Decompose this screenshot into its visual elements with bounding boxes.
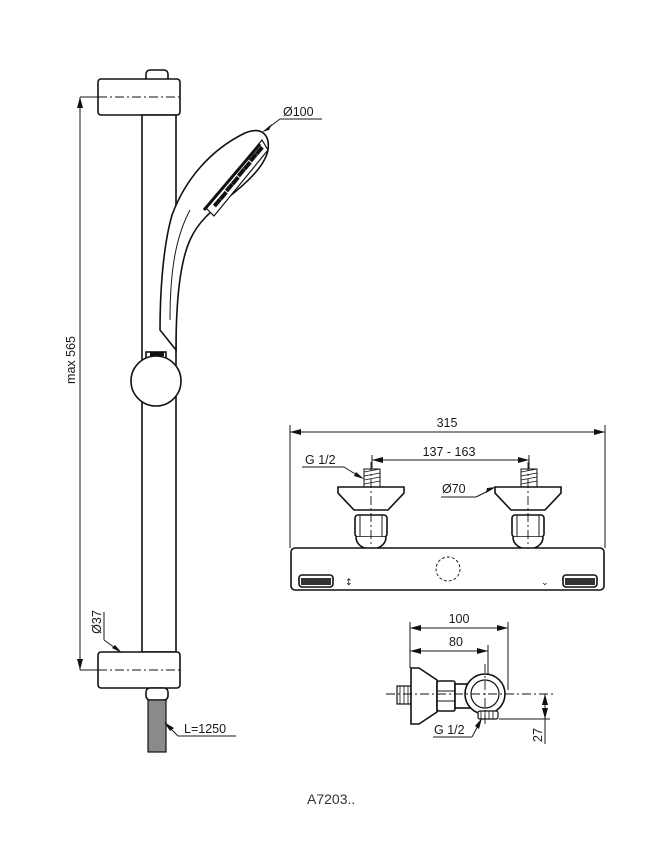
mixer-width-dimension: 315: [289, 416, 606, 548]
mixer-body: ↕ ⌄: [290, 547, 605, 591]
flange-diameter-label: Ø70: [442, 482, 466, 496]
side-height-dimension: 27: [499, 694, 550, 744]
svg-text:↕: ↕: [345, 578, 353, 588]
mixer-front-view: 315 137 - 163: [289, 416, 606, 591]
front-thread-label: G 1/2: [305, 453, 336, 467]
product-code: A7203..: [307, 791, 355, 807]
side-height-label: 27: [531, 728, 545, 742]
handshower-diameter-label: Ø100: [283, 105, 314, 119]
rail-diameter-label: Ø37: [90, 610, 104, 634]
mixer-centers-dimension: 137 - 163: [371, 445, 530, 470]
side-body: [386, 664, 556, 726]
right-connection: [494, 462, 562, 555]
rail-height-dimension: max 565: [64, 96, 98, 671]
side-depth-label: 100: [449, 612, 470, 626]
flange-diameter-callout: Ø70: [441, 482, 496, 498]
mixer-side-view: 100 80: [386, 612, 556, 744]
handshower: [159, 129, 270, 353]
side-thread-callout: G 1/2: [433, 718, 482, 738]
hose-length-label: L=1250: [184, 722, 226, 736]
hose-length-callout: L=1250: [164, 722, 236, 737]
top-wall-bracket: [97, 69, 181, 116]
mixer-centers-label: 137 - 163: [423, 445, 476, 459]
rail-height-label: max 565: [64, 336, 78, 384]
front-thread-callout: G 1/2: [302, 453, 364, 479]
svg-text:⌄: ⌄: [541, 578, 549, 588]
shower-rail-view: max 565 Ø100 Ø37 L=1250: [64, 69, 322, 753]
mixer-width-label: 315: [437, 416, 458, 430]
side-depth-dimension: 100: [409, 612, 509, 690]
side-depth-inner-dimension: 80: [410, 635, 489, 690]
rail-diameter-callout: Ø37: [90, 610, 122, 653]
left-connection: [337, 462, 405, 555]
hose: [147, 699, 167, 753]
side-depth-inner-label: 80: [449, 635, 463, 649]
slider: [130, 351, 182, 407]
handshower-diameter-callout: Ø100: [262, 105, 322, 132]
side-thread-label: G 1/2: [434, 723, 465, 737]
bottom-wall-bracket: [97, 651, 181, 701]
